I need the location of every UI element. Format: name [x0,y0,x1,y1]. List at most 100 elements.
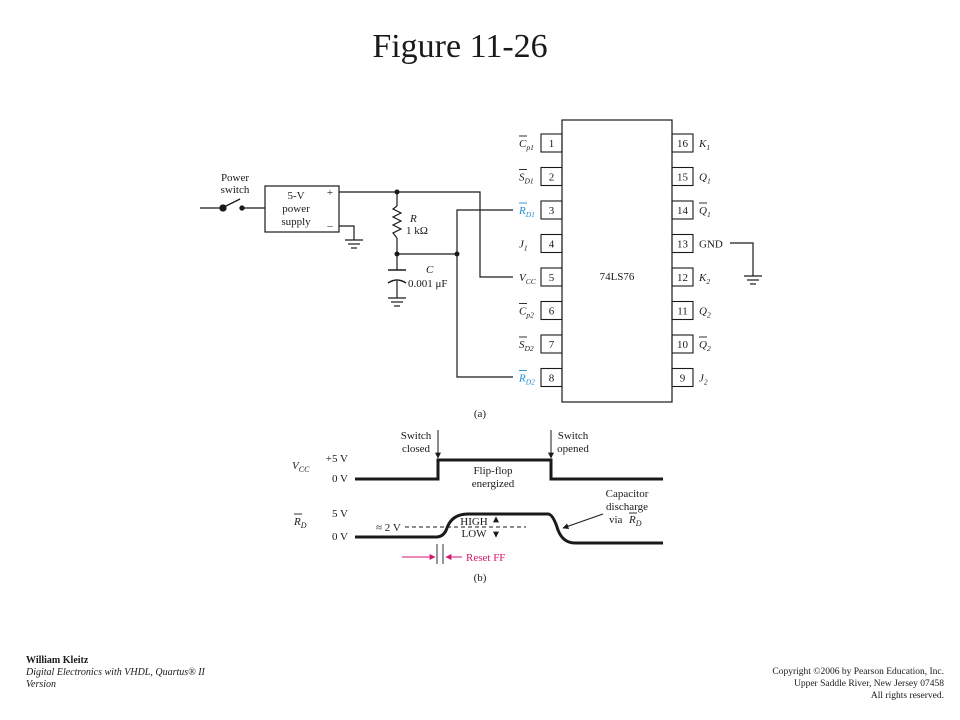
footer-author-block: William Kleitz Digital Electronics with … [26,655,236,691]
pin-number: 7 [549,339,555,351]
pin-number: 4 [549,239,555,251]
power-supply-box [264,185,340,233]
pin-box [540,300,563,321]
figure-title: Figure 11-26 [372,28,548,65]
pin-16: 16 K1 [671,133,710,153]
pin-label: K1 [698,138,710,152]
power-switch-label-2: switch [221,184,250,196]
capacitor-name: C [426,264,434,276]
switch-opened-label-1: Switch [558,430,589,442]
pin-box [540,166,563,187]
pin-number: 16 [677,138,689,150]
pin-label: RD1 [518,205,535,219]
junction-dot [454,251,460,257]
cap-discharge-label-1: Capacitor [606,488,649,500]
discharge-pointer-arrow [562,513,604,530]
pin-number: 6 [549,306,555,318]
pin-7: 7 SD2 [519,334,563,354]
pin-box [540,133,563,153]
resistor-value: 1 kΩ [406,225,428,237]
pin-number: 2 [549,172,555,184]
switch-closed-label-2: closed [402,443,431,455]
low-label: LOW [461,528,487,540]
pin-label: Cp1 [519,138,534,152]
cap-discharge-label-3: via [609,514,623,526]
pin-label: Q2 [699,339,711,353]
ground-symbol-supply [345,239,363,249]
pin-label: K2 [698,272,710,286]
pin-label: Cp2 [519,306,534,320]
resistor-name: R [409,213,417,225]
pin-label: SD1 [519,172,534,186]
junction-dot [394,251,400,257]
footer-author: William Kleitz [26,655,89,666]
pin-2: 2 SD1 [519,166,563,187]
vcc-5v-label: +5 V [326,453,348,465]
rd-5v-label: 5 V [332,508,348,520]
pin-label: RD2 [518,373,535,387]
pin-box [540,233,563,254]
pin-label: SD2 [519,339,534,353]
pin-box [671,367,694,388]
footer-book-title: Digital Electronics with VHDL, Quartus® … [26,667,205,690]
ic-74ls76-body [561,119,673,403]
caption-a: (a) [474,408,487,420]
pin-box [671,267,694,287]
pin-label: J1 [519,239,528,253]
pin-box [671,233,694,254]
cap-discharge-label-2: discharge [606,501,648,513]
rd-waveform [355,512,663,545]
reset-ff-label: Reset FF [466,552,505,564]
circuit-wires [339,191,513,378]
power-switch [200,198,265,212]
footer-address: Upper Saddle River, New Jersey 07458 [793,679,944,689]
pin-box [671,200,694,220]
vcc-waveform [355,458,663,481]
caption-b: (b) [474,572,487,584]
switch-opened-label-2: opened [557,443,589,455]
pin-number: 15 [677,172,689,184]
pin-box [540,367,563,388]
supply-label-1: 5-V [287,190,304,202]
supply-label-2: power [282,203,310,215]
pin-label: VCC [519,272,537,286]
pin-number: 11 [677,306,688,318]
rd-0v-label: 0 V [332,531,348,543]
pin-4: 4 J1 [519,233,563,254]
pin-label: Q1 [699,172,711,186]
pin-box [671,300,694,321]
supply-plus: + [327,187,333,199]
junction-dot [394,189,400,195]
capacitor-value: 0.001 μF [408,278,448,290]
ground-symbol-chip [730,242,762,285]
pin-box [540,200,563,220]
ground-symbol-capacitor [388,297,406,307]
footer-rights: All rights reserved. [870,691,944,701]
circuit-and-timing-diagram: Power switch 5-V power supply + – R 1 kΩ… [200,119,762,584]
high-label: HIGH [460,516,488,528]
pin-11: 11 Q2 [671,300,711,321]
pin-number: 13 [677,239,689,251]
pin-box [540,334,563,354]
pin-6: 6 Cp2 [519,300,563,321]
approx-2v-label: ≈ 2 V [376,522,401,534]
pin-label: Q2 [699,306,711,320]
pin-15: 15 Q1 [671,166,711,187]
vcc-0v-label: 0 V [332,473,348,485]
chip-name: 74LS76 [600,271,635,283]
supply-minus: – [326,220,333,232]
switch-closed-label-1: Switch [401,430,432,442]
flipflop-label-2: energized [472,478,515,490]
pin-box [540,267,563,287]
pin-label: Q1 [699,205,711,219]
capacitor-symbol [387,269,407,284]
power-switch-label-1: Power [221,172,249,184]
